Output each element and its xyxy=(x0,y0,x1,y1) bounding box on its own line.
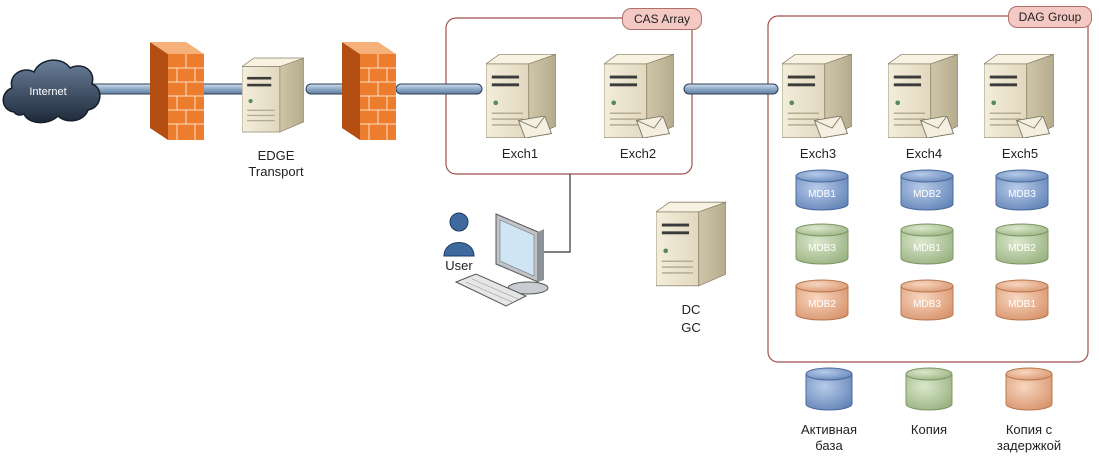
server-label-exch4: Exch4 xyxy=(905,146,943,161)
database-label: MDB2 xyxy=(1008,243,1036,254)
legend-active-database-icon xyxy=(805,367,853,411)
exchange-server-icon xyxy=(782,54,852,138)
database-copy-icon: MDB3 xyxy=(795,223,849,265)
legend-active-line1: Активная xyxy=(800,422,858,437)
database-lagged-icon: MDB2 xyxy=(795,279,849,321)
user-icon xyxy=(443,212,475,257)
legend-lagged-database-icon xyxy=(1005,367,1053,411)
dag-group-frame xyxy=(767,15,1089,363)
domain-controller-icon xyxy=(656,201,726,287)
internet-cloud-icon xyxy=(2,59,101,124)
database-label: MDB1 xyxy=(808,189,836,200)
database-label: MDB1 xyxy=(1008,299,1036,310)
workstation-icon xyxy=(454,213,549,307)
server-label-exch3: Exch3 xyxy=(799,146,837,161)
database-lagged-icon: MDB1 xyxy=(995,279,1049,321)
server-label-exch5: Exch5 xyxy=(1001,146,1039,161)
edge-server-icon xyxy=(242,57,304,133)
database-active-icon: MDB2 xyxy=(900,169,954,211)
legend-copy-database-icon xyxy=(905,367,953,411)
server-label-exch1: Exch1 xyxy=(501,146,539,161)
legend-active-line2: база xyxy=(815,438,843,453)
cas-array-frame xyxy=(445,17,693,175)
cas-array-tag: CAS Array xyxy=(622,8,702,30)
dc-label-line2: GC xyxy=(681,320,701,335)
database-label: MDB2 xyxy=(913,189,941,200)
exchange-server-icon xyxy=(984,54,1054,138)
database-lagged-icon: MDB3 xyxy=(900,279,954,321)
database-label: MDB1 xyxy=(913,243,941,254)
database-label: MDB3 xyxy=(913,299,941,310)
internet-label: Internet xyxy=(29,86,67,98)
dc-label-line1: DC xyxy=(681,302,701,317)
legend-copy: Копия xyxy=(910,422,948,437)
legend-lagged-line2: задержкой xyxy=(996,438,1062,453)
edge-label-line2: Transport xyxy=(248,164,304,179)
server-label-exch2: Exch2 xyxy=(619,146,657,161)
user-label: User xyxy=(445,258,473,273)
database-copy-icon: MDB2 xyxy=(995,223,1049,265)
legend-lagged-line1: Копия с xyxy=(1005,422,1053,437)
firewall-icon xyxy=(342,42,396,140)
firewall-icon xyxy=(150,42,204,140)
database-label: MDB3 xyxy=(1008,189,1036,200)
edge-label-line1: EDGE xyxy=(257,148,295,163)
database-active-icon: MDB3 xyxy=(995,169,1049,211)
database-label: MDB2 xyxy=(808,299,836,310)
exchange-server-icon xyxy=(604,54,674,138)
database-label: MDB3 xyxy=(808,243,836,254)
exchange-server-icon xyxy=(486,54,556,138)
database-active-icon: MDB1 xyxy=(795,169,849,211)
exchange-server-icon xyxy=(888,54,958,138)
dag-group-tag: DAG Group xyxy=(1008,6,1092,28)
database-copy-icon: MDB1 xyxy=(900,223,954,265)
user-link-line xyxy=(536,174,571,253)
